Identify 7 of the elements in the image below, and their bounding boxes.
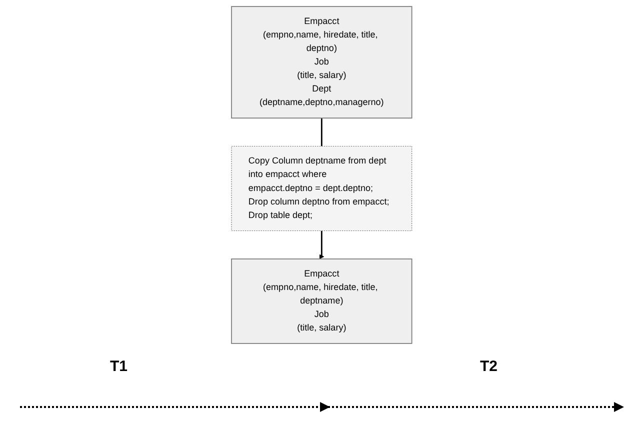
connector <box>321 117 323 147</box>
node-box: Copy Column deptname from dept into empacct where empacct.deptno = dept.deptno; Drop column deptno from empacct; Drop table dept; <box>232 146 412 232</box>
node-box: Empacct (empno,name, hiredate, title, deptno) Job (title, salary) Dept (deptname,deptno,managerno) <box>231 6 413 119</box>
arrow <box>320 230 324 260</box>
time-label: T2 <box>480 358 498 375</box>
node-box: Empacct (empno,name, hiredate, title, deptname) Job (title, salary) <box>231 258 413 344</box>
time-label: T1 <box>110 358 128 375</box>
